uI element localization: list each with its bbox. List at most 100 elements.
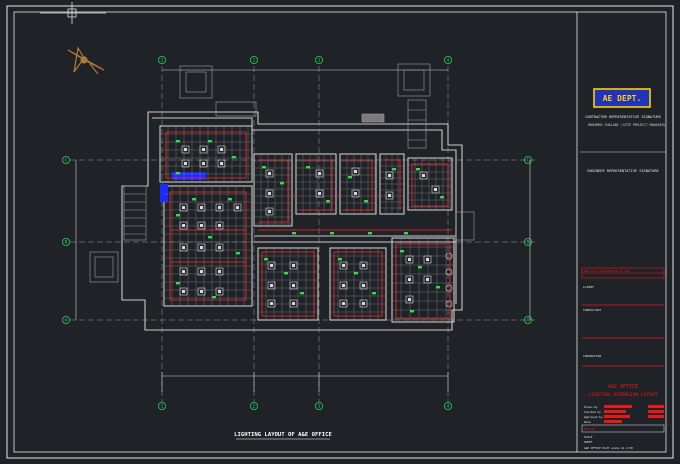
light-fixture <box>405 275 414 284</box>
light-fixture <box>197 267 206 276</box>
light-fixture <box>265 169 274 178</box>
light-fixture-lamp <box>342 264 345 267</box>
fixture-switch-mark <box>372 292 376 295</box>
light-fixture-lamp <box>182 290 185 293</box>
fixture-switch-mark <box>176 214 180 217</box>
light-fixture <box>351 189 360 198</box>
circuit-5 <box>344 159 373 211</box>
light-fixture <box>179 287 188 296</box>
light-fixture-lamp <box>292 284 295 287</box>
fixture-switch-mark <box>368 232 372 235</box>
light-fixture-lamp <box>218 246 221 249</box>
fixture-switch-mark <box>292 232 296 235</box>
light-fixture <box>181 159 190 168</box>
fixture-switch-mark <box>440 196 444 199</box>
light-fixture <box>385 191 394 200</box>
approved-label: Approved by <box>584 415 603 419</box>
light-fixture-lamp <box>318 192 321 195</box>
grid-bubble-left-C-circle <box>62 155 71 164</box>
fixture-switch-mark <box>228 198 232 201</box>
light-fixture-lamp <box>200 206 203 209</box>
ucs-axis-icon <box>40 2 106 24</box>
light-fixture-lamp <box>200 246 203 249</box>
light-fixture-lamp <box>182 246 185 249</box>
circuit-1 <box>169 191 247 301</box>
consultant-label: CONSULTANT <box>583 308 601 312</box>
light-fixture-lamp <box>388 174 391 177</box>
grid-bubble-bottom-2-circle <box>249 401 258 410</box>
circuit-8 <box>261 251 315 317</box>
light-fixture-lamp <box>408 298 411 301</box>
light-fixture-lamp <box>408 278 411 281</box>
fixture-switch-mark <box>364 200 368 203</box>
fixture-switch-mark <box>176 140 180 143</box>
light-fixture <box>215 203 224 212</box>
light-fixture-lamp <box>184 162 187 165</box>
light-fixture-lamp <box>182 270 185 273</box>
light-fixture-lamp <box>270 264 273 267</box>
circuit-10 <box>395 243 451 319</box>
light-fixture-lamp <box>236 206 239 209</box>
fixture-switch-mark <box>416 168 420 171</box>
fixture-switch-mark <box>300 292 304 295</box>
fixture-switch-mark <box>262 166 266 169</box>
light-fixture-lamp <box>200 224 203 227</box>
grid-bubble-right-B-label: B <box>527 240 530 246</box>
grid-bubble-left-B-circle <box>62 237 71 246</box>
light-fixture <box>217 159 226 168</box>
light-fixture <box>267 281 276 290</box>
light-fixture-lamp <box>292 264 295 267</box>
light-fixture-lamp <box>292 302 295 305</box>
light-fixture <box>179 203 188 212</box>
light-fixture-lamp <box>342 302 345 305</box>
exhaust-fan-icon-2 <box>445 284 453 292</box>
light-fixture <box>405 255 414 264</box>
fixture-switch-mark <box>284 272 288 275</box>
grid-bubble-top-2-circle <box>249 56 258 65</box>
contractor-signature-label: CONTRACTOR REPRESENTATIVE SIGNATURE <box>585 115 661 119</box>
light-fixture <box>179 221 188 230</box>
light-fixtures <box>176 140 453 313</box>
light-fixture <box>199 159 208 168</box>
light-fixture-lamp <box>434 188 437 191</box>
footer-plot: A&E OFFICE PLOT scale A1 1:50 <box>584 446 633 450</box>
client-label: CLIENT <box>583 285 594 289</box>
grid-bubble-top-1-circle <box>157 56 166 65</box>
light-fixture <box>267 261 276 270</box>
grid-bubble-bottom-3-label: 3 <box>318 404 321 410</box>
light-fixture <box>179 243 188 252</box>
light-fixture <box>215 267 224 276</box>
fixture-switch-mark <box>306 166 310 169</box>
fixture-switch-mark <box>404 232 408 235</box>
light-fixture <box>423 255 432 264</box>
fixture-switch-mark <box>436 286 440 289</box>
title-block: AE DEPT. CONTRACTOR REPRESENTATIVE SIGNA… <box>580 88 666 450</box>
light-fixture-lamp <box>354 170 357 173</box>
light-fixture-lamp <box>362 264 365 267</box>
grid-bubble-top-1-label: 1 <box>161 58 164 64</box>
light-fixture <box>233 203 242 212</box>
light-fixture <box>315 169 324 178</box>
drawn-label: Drawn by <box>584 405 598 409</box>
grid-bubble-bottom-3-circle <box>314 401 323 410</box>
light-fixture-lamp <box>268 172 271 175</box>
electrical-panel-2 <box>160 184 168 202</box>
circuit-7 <box>411 163 449 207</box>
light-fixture-lamp <box>182 206 185 209</box>
light-fixture-lamp <box>388 194 391 197</box>
light-fixture <box>419 171 428 180</box>
light-fixture-lamp <box>218 290 221 293</box>
circuit-0 <box>165 131 247 179</box>
fixture-switch-mark <box>418 266 422 269</box>
electrical-panel <box>172 172 206 180</box>
light-fixture-lamp <box>422 174 425 177</box>
light-fixture-lamp <box>268 210 271 213</box>
grid-bubble-left-B-label: B <box>65 240 68 246</box>
light-fixture-lamp <box>218 270 221 273</box>
fixture-switch-mark <box>264 258 268 261</box>
light-fixture <box>339 261 348 270</box>
circuit-3 <box>258 159 289 223</box>
grid-bubble-bottom-1-circle <box>157 401 166 410</box>
grid-bubble-top-2-label: 2 <box>253 58 256 64</box>
